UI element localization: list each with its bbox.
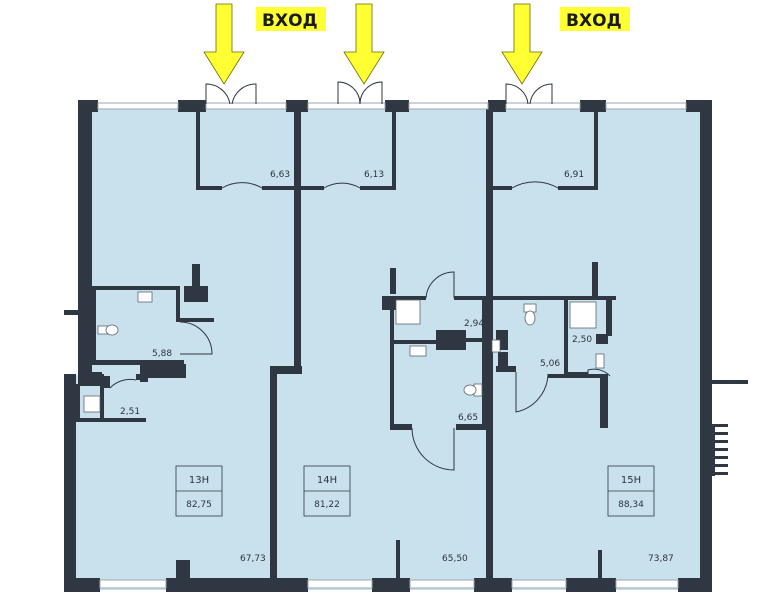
unit-box-13: 13Н 82,75	[175, 465, 223, 517]
room-area-label: 6,65	[458, 413, 478, 423]
toilet-icon	[491, 339, 501, 353]
entrance-markers: ВХОД ВХОД	[203, 3, 630, 85]
walls	[64, 100, 748, 592]
windows	[97, 102, 687, 589]
room-area-label: 2,51	[120, 407, 140, 417]
entrance-arrow-icon	[501, 3, 543, 85]
sink-icon	[409, 345, 427, 357]
entrance-arrow-icon	[343, 3, 385, 85]
room-area-labels: 6,63 6,13 6,91 5,88 2,51 2,94 6,65 5,06 …	[120, 170, 674, 564]
door-swings	[109, 81, 611, 471]
room-area-label: 2,50	[572, 335, 592, 345]
bathroom-fixtures	[83, 291, 605, 413]
entrance-label-bg	[560, 7, 630, 31]
room-area-label: 5,88	[152, 349, 172, 359]
entrance-arrow-icon	[203, 3, 245, 85]
sink-icon	[595, 353, 605, 369]
unit-area: 82,75	[186, 500, 212, 510]
room-area-label: 6,63	[270, 170, 290, 180]
entrance-label-bg	[256, 7, 326, 31]
unit-area: 88,34	[618, 500, 644, 510]
entrance-label-left: ВХОД	[262, 11, 318, 31]
room-area-label: 6,91	[564, 170, 584, 180]
room-area-label: 2,94	[464, 319, 484, 329]
unit-id: 13Н	[189, 475, 209, 486]
unit-box-14: 14Н 81,22	[303, 465, 351, 517]
room-area-label: 5,06	[540, 359, 560, 369]
room-area-label: 67,73	[240, 554, 266, 564]
unit-id: 15Н	[621, 475, 641, 486]
unit-box-15: 15Н 88,34	[607, 465, 655, 517]
shower-icon	[395, 299, 421, 325]
room-area-label: 73,87	[648, 554, 674, 564]
sink-icon	[137, 291, 153, 303]
room-area-label: 65,50	[442, 554, 468, 564]
unit-area: 81,22	[314, 500, 340, 510]
room-area-label: 6,13	[364, 170, 384, 180]
entrance-label-right: ВХОД	[566, 11, 622, 31]
shower-icon	[569, 301, 597, 329]
shower-icon	[83, 395, 101, 413]
unit-info-boxes: 13Н 82,75 14Н 81,22 15Н 88,34	[175, 465, 655, 517]
unit-id: 14Н	[317, 475, 337, 486]
